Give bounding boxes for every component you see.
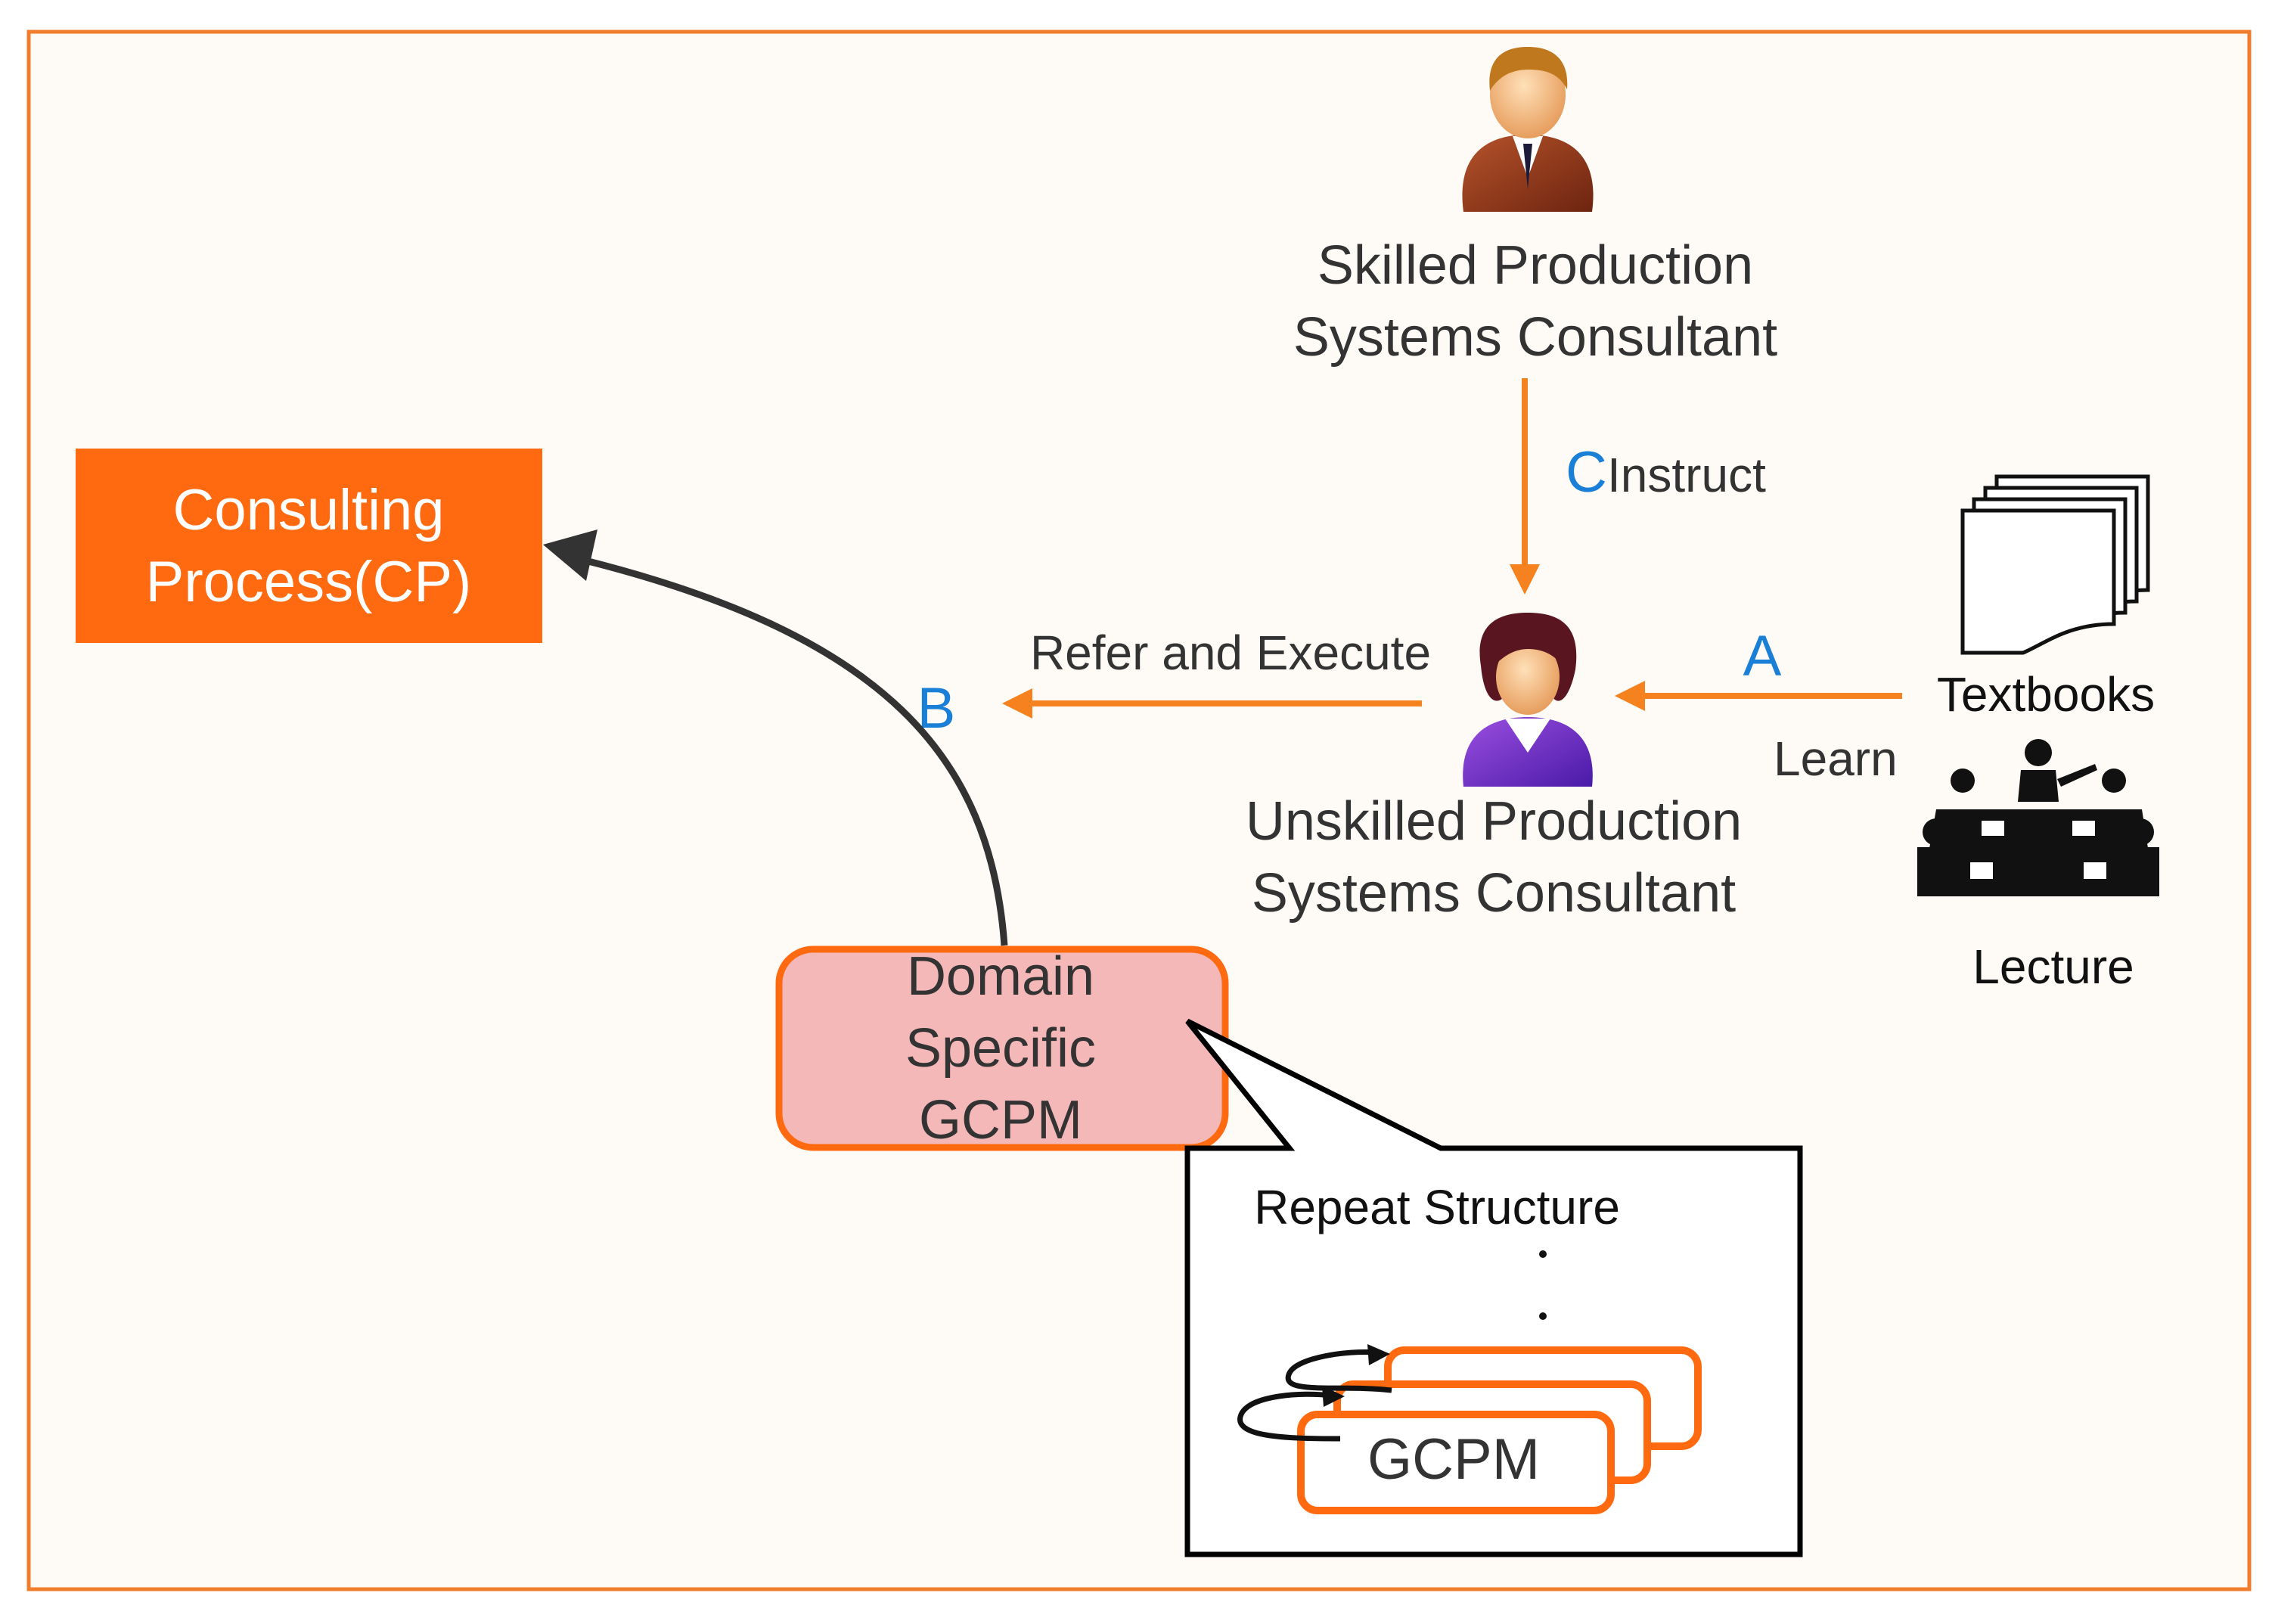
ellipsis-dot: [1539, 1250, 1547, 1258]
lecture-label: Lecture: [1972, 939, 2134, 994]
learn-label: Learn: [1774, 731, 1898, 786]
gcpm-stack-box-front: [1297, 1411, 1615, 1514]
diagram-frame: [26, 29, 2252, 1591]
domain-gcpm-line3: GCPM: [919, 1090, 1082, 1150]
instruct-label: Instruct: [1607, 448, 1766, 502]
consulting-process-line1: Consulting: [172, 478, 444, 542]
businesswoman-icon: [1463, 613, 1593, 787]
loop-arrow-upper: [1285, 1349, 1392, 1393]
businessman-icon: [1462, 47, 1594, 212]
documents-icon: [1960, 474, 2150, 655]
loop-arrow-lower: [1237, 1391, 1341, 1442]
textbooks-label: Textbooks: [1937, 667, 2155, 722]
consulting-process-box: [76, 449, 542, 643]
gcpm-to-cp-curve: [581, 556, 1008, 946]
skilled-consultant-label-line2: Systems Consultant: [1293, 307, 1777, 368]
unskilled-consultant-label-line2: Systems Consultant: [1252, 863, 1736, 924]
gcpm-stack-label: GCPM: [1367, 1427, 1540, 1492]
consulting-process-line2: Process(CP): [146, 550, 472, 614]
repeat-structure-title: Repeat Structure: [1254, 1180, 1620, 1234]
gcpm-to-cp-arrowhead: [543, 529, 597, 581]
domain-gcpm-line2: Specific: [905, 1018, 1096, 1079]
edge-letter-c: C: [1566, 440, 1607, 505]
lecture-icon: [1917, 739, 2159, 896]
edge-letter-a: A: [1743, 624, 1782, 688]
skilled-consultant-label-line1: Skilled Production: [1318, 235, 1753, 296]
unskilled-consultant-label-line1: Unskilled Production: [1246, 791, 1742, 852]
domain-gcpm-line1: Domain: [907, 946, 1094, 1007]
ellipsis-dot: [1539, 1312, 1547, 1320]
loop-arrowhead-lower: [1322, 1386, 1345, 1407]
refer-execute-label: Refer and Execute: [1030, 626, 1431, 680]
loop-arrowhead-upper: [1367, 1344, 1390, 1365]
